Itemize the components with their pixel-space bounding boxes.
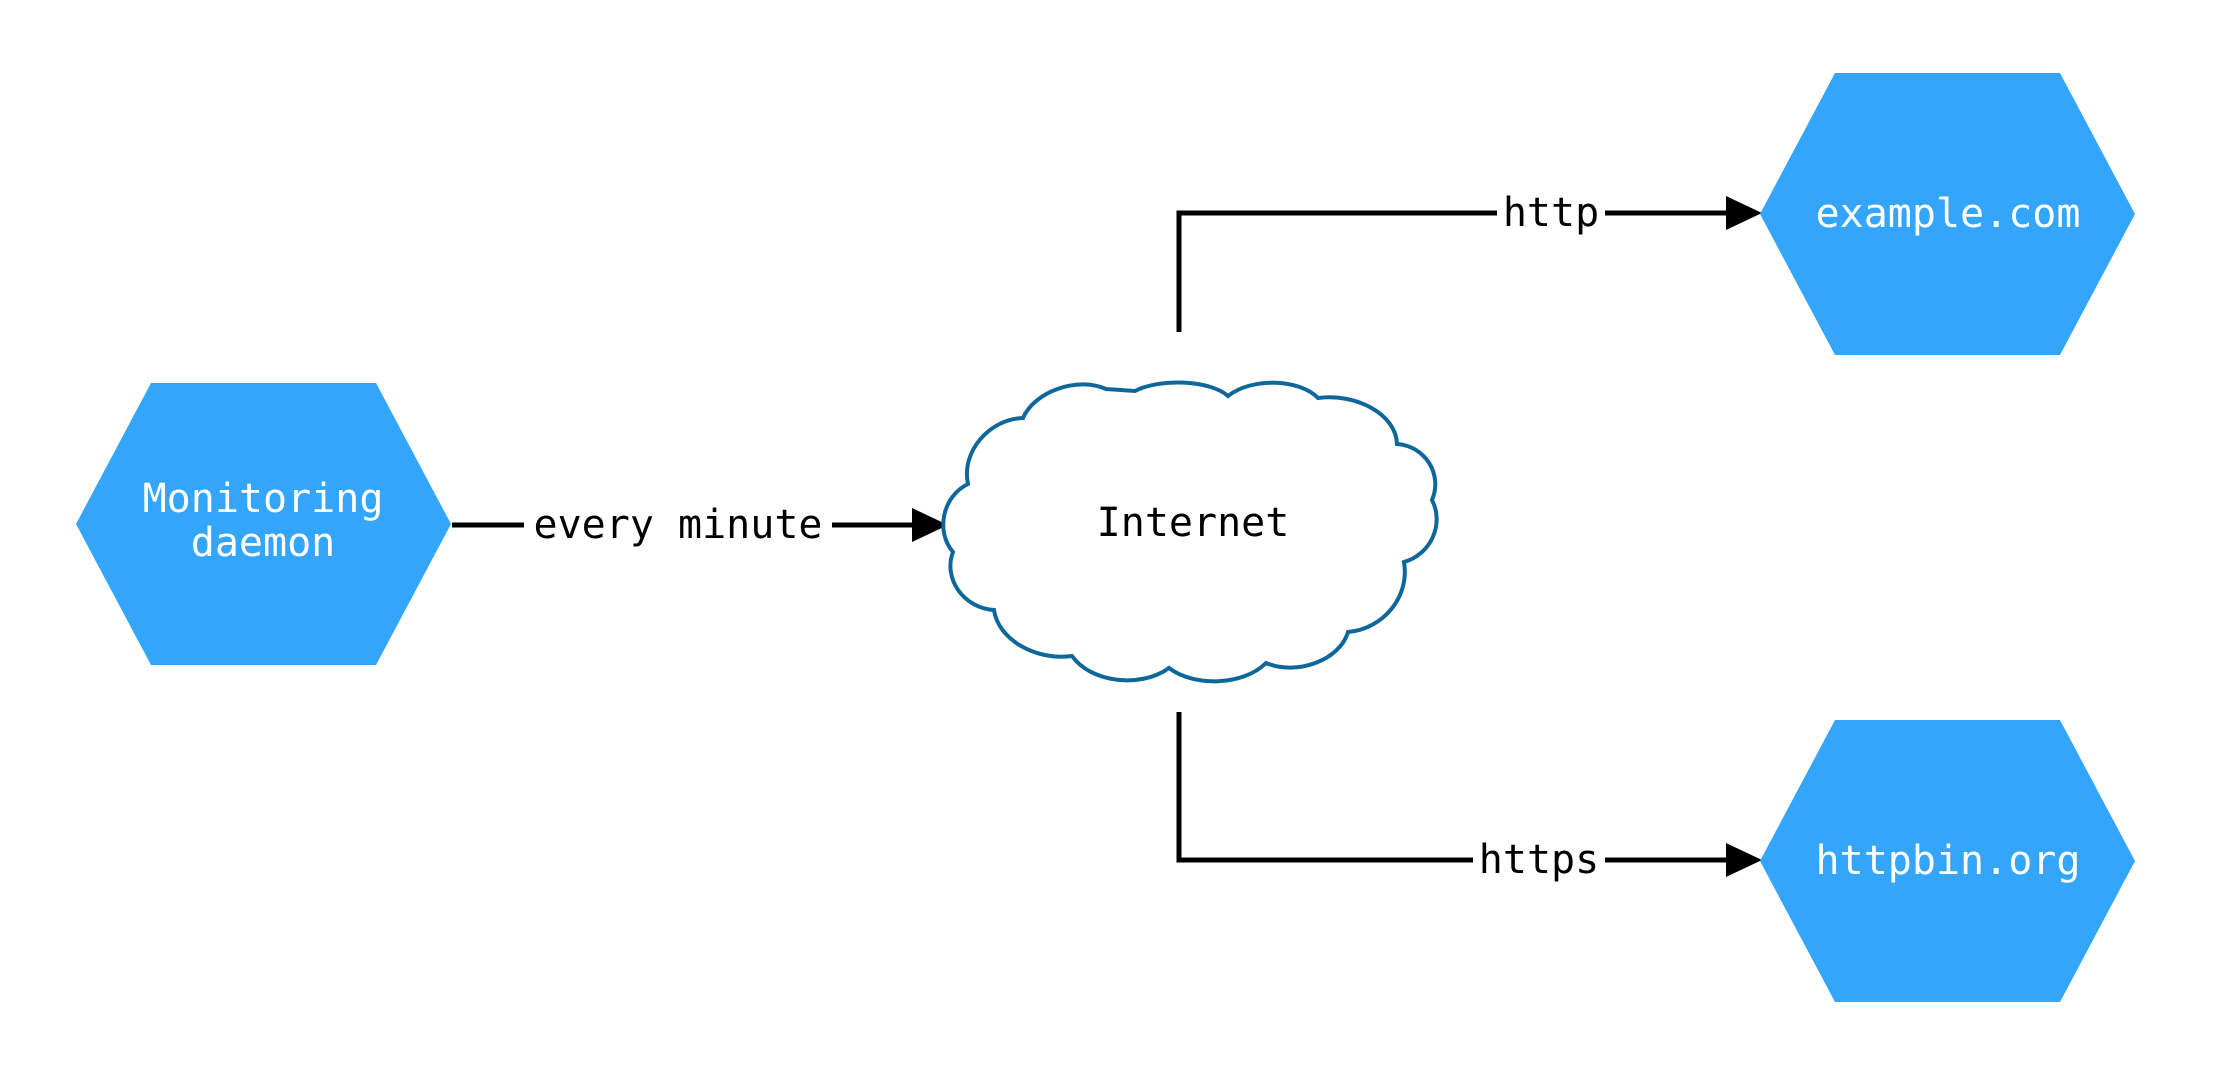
monitoring-daemon-label-line1: Monitoring [143, 476, 384, 522]
httpbin-org-label: httpbin.org [1816, 838, 2081, 884]
internet-label: Internet [1097, 500, 1290, 546]
edge-daemon-to-internet: every minute [452, 502, 948, 548]
internet-cloud-shape[interactable] [941, 380, 1439, 684]
edge-label-https: https [1479, 837, 1599, 883]
node-monitoring-daemon[interactable]: Monitoring daemon [76, 383, 451, 665]
node-httpbin-org[interactable]: httpbin.org [1760, 720, 2135, 1002]
httpbin-org-hexagon[interactable] [1760, 720, 2135, 1002]
example-com-hexagon[interactable] [1760, 73, 2135, 355]
edge-internet-to-httpbin: https [1176, 712, 1762, 883]
edge-daemon-to-internet-arrowhead [912, 508, 948, 542]
edge-internet-to-example: http [1176, 190, 1762, 332]
edge-label-http: http [1503, 190, 1599, 236]
edge-internet-to-httpbin-arrowhead [1726, 843, 1762, 877]
node-example-com[interactable]: example.com [1760, 73, 2135, 355]
node-internet[interactable]: Internet [941, 380, 1439, 684]
edge-internet-to-example-arrowhead [1726, 196, 1762, 230]
monitoring-daemon-hexagon[interactable] [76, 383, 451, 665]
edge-internet-to-httpbin-elbow [1176, 712, 1473, 863]
example-com-label: example.com [1816, 191, 2081, 237]
edge-label-every-minute: every minute [534, 502, 823, 548]
monitoring-daemon-label-line2: daemon [191, 520, 336, 566]
edge-internet-to-example-elbow [1176, 210, 1497, 332]
